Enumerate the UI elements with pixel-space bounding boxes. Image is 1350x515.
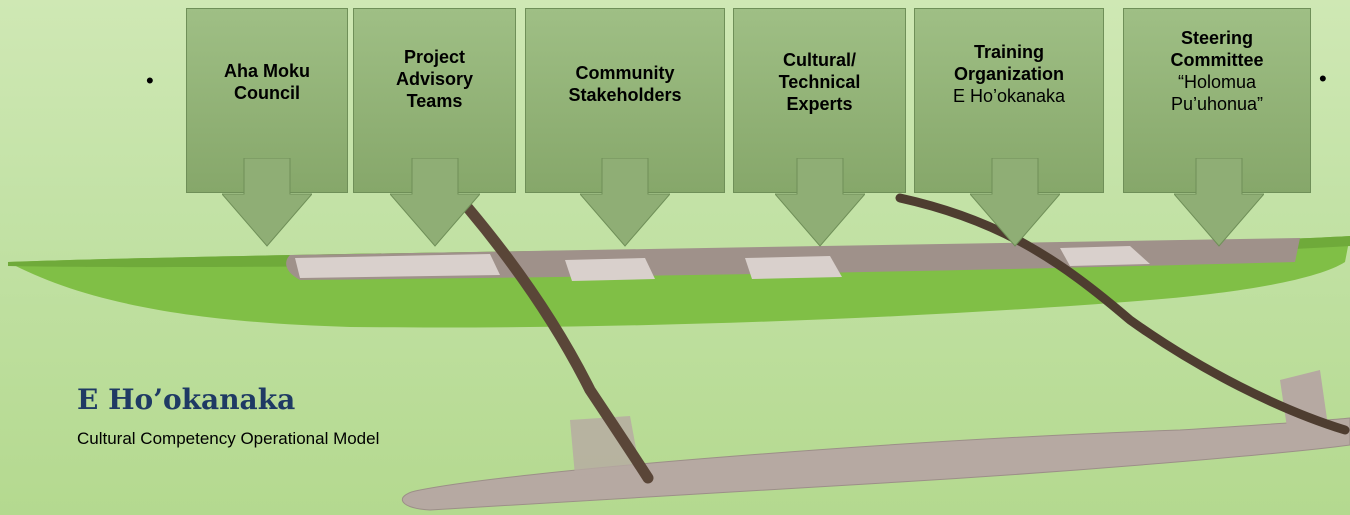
box-line: Cultural/ bbox=[782, 50, 856, 70]
canoe-seat-4 bbox=[1060, 246, 1150, 266]
box-label: Aha Moku Council bbox=[187, 60, 347, 104]
box-label: Project Advisory Teams bbox=[354, 46, 515, 112]
bullet-left: • bbox=[146, 68, 154, 93]
outrigger-post bbox=[1280, 370, 1330, 448]
box-line: Committee bbox=[1170, 50, 1264, 70]
box-label: Training Organization E Ho’okanaka bbox=[915, 41, 1103, 107]
canoe-seat-1 bbox=[295, 254, 500, 278]
box-line: Organization bbox=[953, 64, 1064, 84]
box-aha-moku-council: Aha Moku Council bbox=[186, 8, 348, 193]
box-label: Steering Committee “Holomua Pu’uhonua” bbox=[1124, 27, 1310, 115]
box-label: Community Stakeholders bbox=[526, 62, 724, 106]
box-line: Advisory bbox=[395, 69, 474, 89]
outrigger-float bbox=[401, 417, 1350, 511]
box-line: Community bbox=[575, 63, 675, 83]
arrow-down-icon bbox=[1174, 158, 1264, 247]
box-line: E Ho’okanaka bbox=[952, 86, 1066, 106]
box-line: Experts bbox=[786, 94, 853, 114]
arrow-down-icon bbox=[970, 158, 1060, 247]
box-line: Training bbox=[973, 42, 1044, 62]
box-line: Technical bbox=[778, 72, 861, 92]
bullet-right: • bbox=[1319, 66, 1327, 91]
arrow-down-icon bbox=[775, 158, 865, 247]
box-line: “Holomua bbox=[1177, 72, 1257, 92]
box-line: Council bbox=[234, 83, 300, 103]
box-line: Steering bbox=[1180, 28, 1254, 48]
box-line: Stakeholders bbox=[568, 85, 682, 105]
box-line: Aha Moku bbox=[223, 61, 310, 81]
iako-beam-rear bbox=[895, 193, 1350, 435]
box-label: Cultural/ Technical Experts bbox=[734, 49, 905, 115]
canoe-seat-3 bbox=[745, 256, 842, 279]
box-line: Project bbox=[403, 47, 466, 67]
box-community-stakeholders: Community Stakeholders bbox=[525, 8, 725, 193]
arrow-down-icon bbox=[222, 158, 312, 247]
diagram-title: E Ho’okanaka bbox=[77, 383, 296, 416]
canoe-seat-2 bbox=[565, 258, 655, 281]
diagram-subtitle: Cultural Competency Operational Model bbox=[77, 429, 380, 448]
iako-beam-front bbox=[462, 202, 654, 484]
arrow-down-icon bbox=[390, 158, 480, 247]
box-line: Pu’uhonua” bbox=[1170, 94, 1264, 114]
arrow-down-icon bbox=[580, 158, 670, 247]
box-line: Teams bbox=[406, 91, 463, 111]
box-training-organization: Training Organization E Ho’okanaka bbox=[914, 8, 1104, 193]
box-steering-committee: Steering Committee “Holomua Pu’uhonua” bbox=[1123, 8, 1311, 193]
